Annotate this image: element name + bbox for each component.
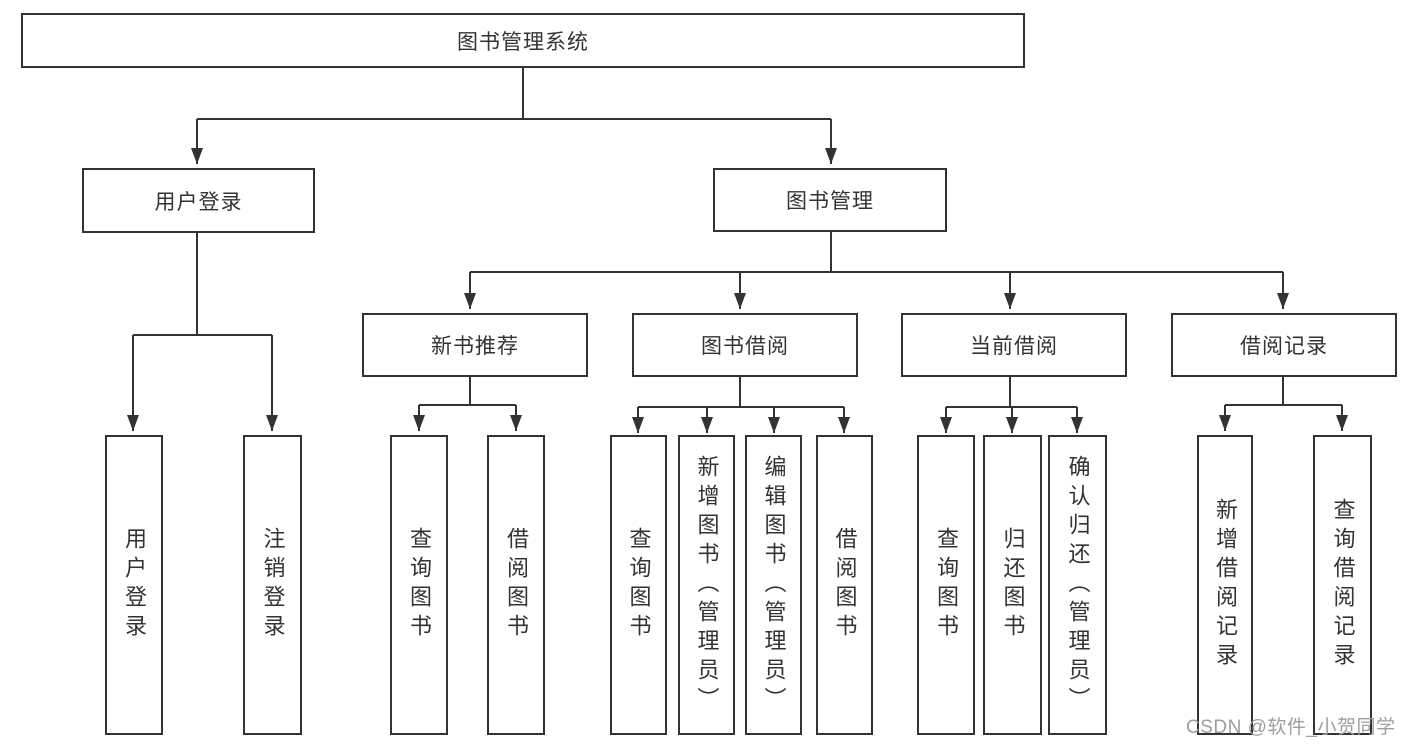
- leaf-node-borrow-books: 借阅图书: [487, 435, 545, 735]
- group-node-book-borrow: 图书借阅: [632, 313, 858, 377]
- leaf-node-query-borrow-record: 查询借阅记录: [1313, 435, 1372, 735]
- root-node-library-system: 图书管理系统: [21, 13, 1025, 68]
- leaf-node-user-login: 用户登录: [105, 435, 163, 735]
- branch-node-book-management: 图书管理: [713, 168, 947, 232]
- leaf-node-edit-book-admin: 编辑图书（管理员）: [745, 435, 802, 735]
- leaf-node-query-books: 查询图书: [390, 435, 448, 735]
- leaf-node-return-book: 归还图书: [983, 435, 1042, 735]
- leaf-node-query-books-3: 查询图书: [917, 435, 975, 735]
- leaf-node-confirm-return-admin: 确认归还（管理员）: [1048, 435, 1107, 735]
- leaf-node-logout: 注销登录: [243, 435, 302, 735]
- leaf-node-add-borrow-record: 新增借阅记录: [1197, 435, 1253, 735]
- group-node-new-book-recommend: 新书推荐: [362, 313, 588, 377]
- branch-node-user-login: 用户登录: [82, 168, 315, 233]
- leaf-node-add-book-admin: 新增图书（管理员）: [678, 435, 735, 735]
- leaf-node-query-books-2: 查询图书: [610, 435, 667, 735]
- csdn-watermark: CSDN @软件_小贺同学: [1186, 717, 1396, 738]
- group-node-current-borrow: 当前借阅: [901, 313, 1127, 377]
- group-node-borrow-records: 借阅记录: [1171, 313, 1397, 377]
- leaf-node-borrow-books-2: 借阅图书: [816, 435, 873, 735]
